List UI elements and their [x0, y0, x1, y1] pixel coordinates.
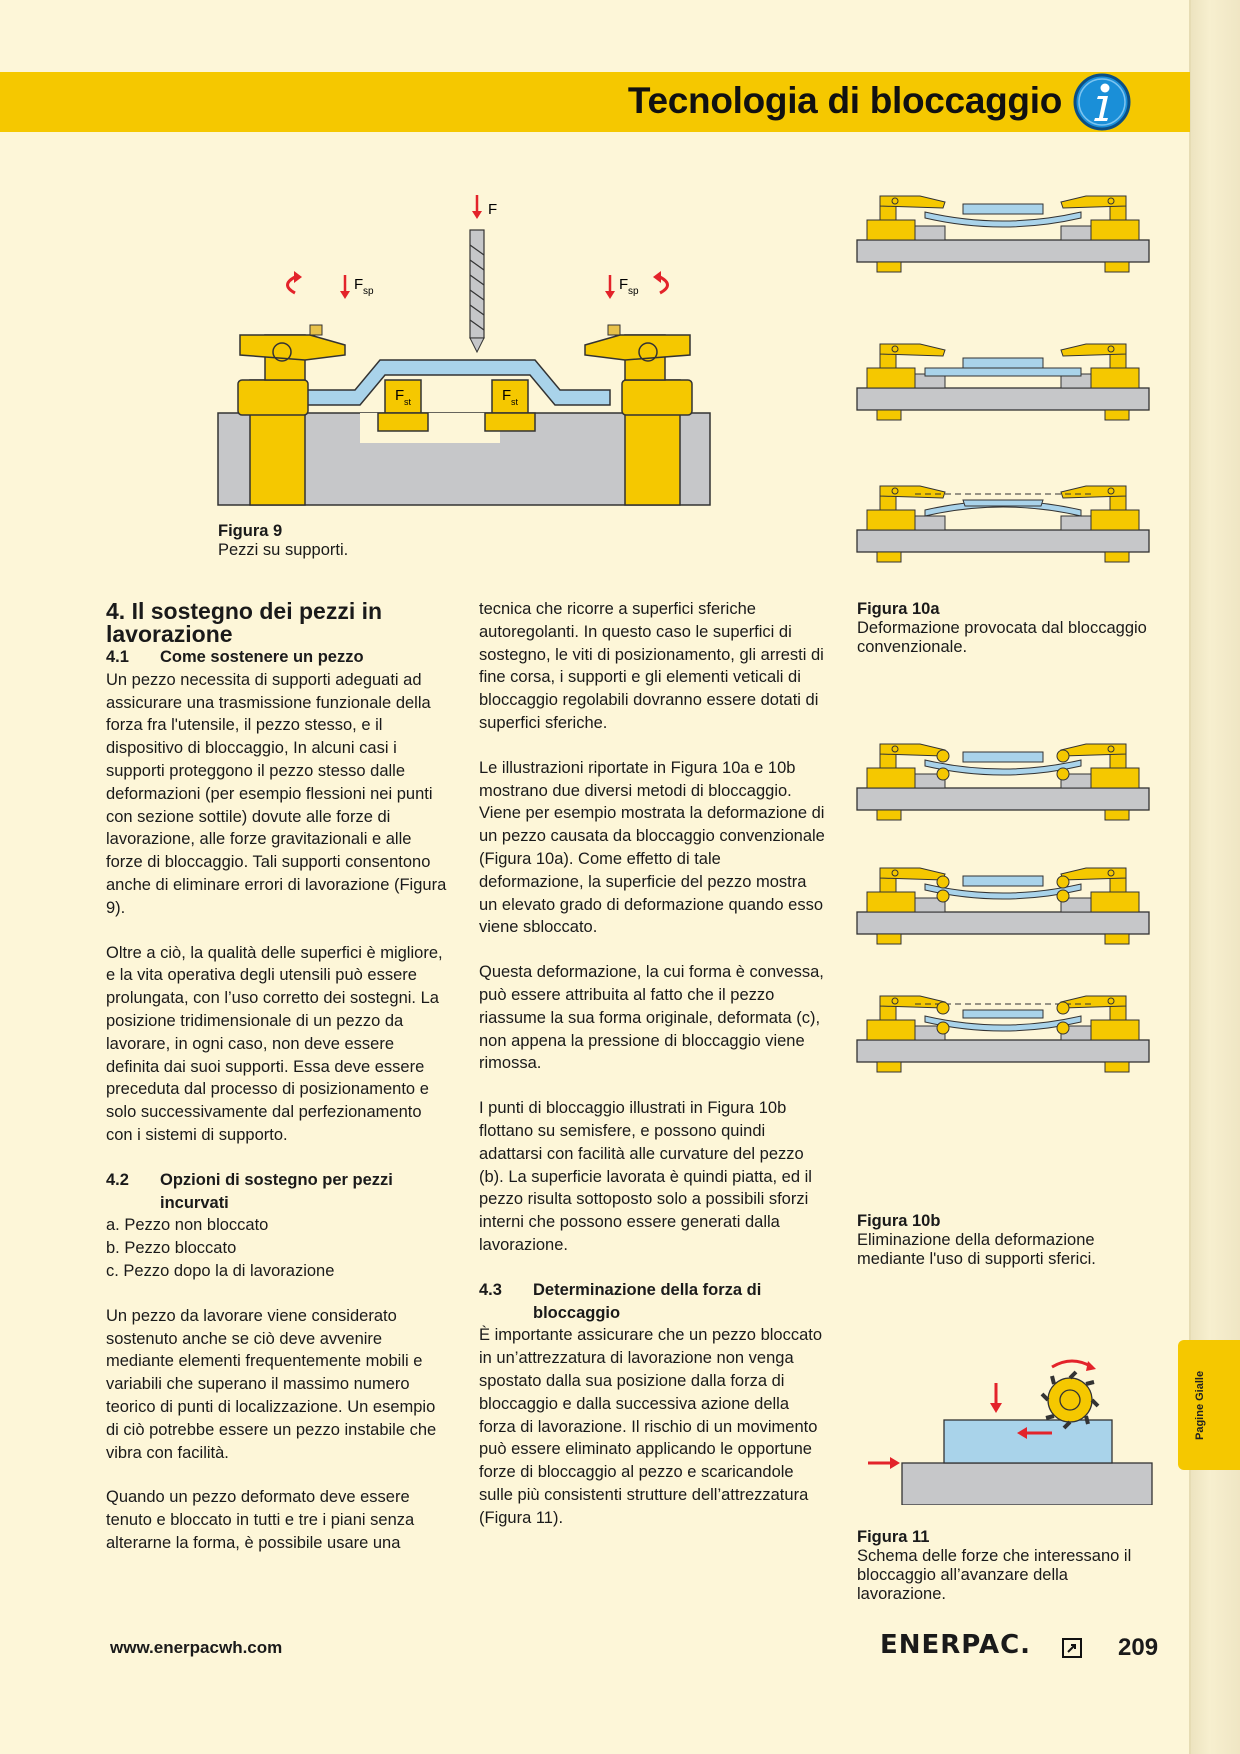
footer-url[interactable]: www.enerpacwh.com — [110, 1638, 283, 1657]
fig9-label-fsp-right: F — [619, 276, 628, 293]
paragraph: Quando un pezzo deformato deve essere te… — [106, 1488, 415, 1552]
section-number: 4.1 — [106, 648, 129, 666]
figure-10a-caption: Figura 10a Deformazione provocata dal bl… — [857, 600, 1240, 657]
figure-11-caption-title: Figura 11 — [857, 1528, 930, 1546]
text-column-2: tecnica che ricorre a superfici sferiche… — [479, 598, 827, 1551]
header-band — [0, 72, 1190, 132]
figure-9-caption-title: Figura 9 — [218, 522, 283, 540]
side-tab-label: Pagine Gialle — [1194, 1370, 1206, 1440]
fig9-label-fst-right: F — [502, 387, 511, 404]
section-4-1-heading: 4.1 Come sostenere un pezzo — [106, 646, 451, 669]
section-title: Come sostenere un pezzo — [160, 648, 364, 666]
section-4-3-heading: 4.3 Determinazione della forza di blocca… — [479, 1279, 827, 1325]
brand-mark-icon — [1062, 1638, 1082, 1658]
text-column-1: 4. Il sostegno dei pezzi in lavorazione … — [106, 600, 451, 1577]
figure-11-caption-text: Schema delle forze che interessano il bl… — [857, 1547, 1132, 1603]
section-title: Determinazione della forza di bloccaggio — [533, 1280, 762, 1322]
figure-11-caption: Figura 11 Schema delle forze che interes… — [857, 1528, 1137, 1604]
list-item: a. Pezzo non bloccato — [106, 1216, 269, 1235]
section-title: Opzioni di sostegno per pezzi incurvati — [160, 1170, 393, 1212]
page-edge — [1190, 0, 1240, 1754]
fig9-label-st-left: st — [404, 397, 412, 407]
paragraph: Questa deformazione, la cui forma è conv… — [479, 963, 824, 1073]
fig9-label-sp-left: sp — [363, 286, 374, 297]
figure-10-illustrations — [856, 195, 1150, 1073]
brand-logo: ENERPAC. — [880, 1630, 1032, 1660]
section-4-heading: 4. Il sostegno dei pezzi in lavorazione — [106, 598, 383, 647]
info-icon — [1073, 73, 1131, 131]
options-list: a. Pezzo non bloccato b. Pezzo bloccato … — [106, 1214, 451, 1282]
paragraph: Un pezzo da lavorare viene considerato s… — [106, 1306, 437, 1462]
figure-9-caption-text: Pezzi su supporti. — [218, 541, 349, 559]
fig9-label-fsp-left: F — [354, 276, 363, 293]
figure-10b-caption-text: Eliminazione della deformazione mediante… — [857, 1231, 1096, 1268]
fig9-label-fst-left: F — [395, 387, 404, 404]
paragraph: È importante assicurare che un pezzo blo… — [479, 1326, 823, 1527]
list-item: b. Pezzo bloccato — [106, 1239, 237, 1258]
figure-10a-caption-text: Deformazione provocata dal bloccaggio co… — [857, 619, 1147, 656]
figure-9-caption: Figura 9 Pezzi su supporti. — [218, 522, 348, 560]
list-item: c. Pezzo dopo la di lavorazione — [106, 1261, 335, 1280]
fig9-label-st-right: st — [511, 397, 519, 407]
side-tab[interactable] — [1178, 1340, 1240, 1470]
section-number: 4.3 — [479, 1280, 502, 1299]
section-number: 4.2 — [106, 1170, 129, 1189]
page-title: Tecnologia di bloccaggio — [627, 80, 1062, 121]
figure-11-illustration — [868, 1359, 1153, 1505]
figure-9-illustration: F F sp F sp F st F st — [217, 195, 711, 506]
figure-10b-caption: Figura 10b Eliminazione della deformazio… — [857, 1212, 1127, 1269]
paragraph: Oltre a ciò, la qualità delle superfici … — [106, 943, 443, 1144]
page-edge-line — [1189, 0, 1191, 1754]
fig9-label-sp-right: sp — [628, 286, 639, 297]
paragraph: tecnica che ricorre a superfici sferiche… — [479, 600, 824, 732]
paragraph: Un pezzo necessita di supporti adeguati … — [106, 670, 447, 917]
figure-10b-caption-title: Figura 10b — [857, 1212, 941, 1230]
paragraph: Le illustrazioni riportate in Figura 10a… — [479, 758, 825, 937]
page-number: 209 — [1118, 1634, 1159, 1661]
paragraph: I punti di bloccaggio illustrati in Figu… — [479, 1099, 812, 1254]
fig9-label-f: F — [488, 201, 497, 218]
figure-10a-caption-title: Figura 10a — [857, 600, 940, 618]
section-4-2-heading: 4.2 Opzioni di sostegno per pezzi incurv… — [106, 1169, 451, 1215]
